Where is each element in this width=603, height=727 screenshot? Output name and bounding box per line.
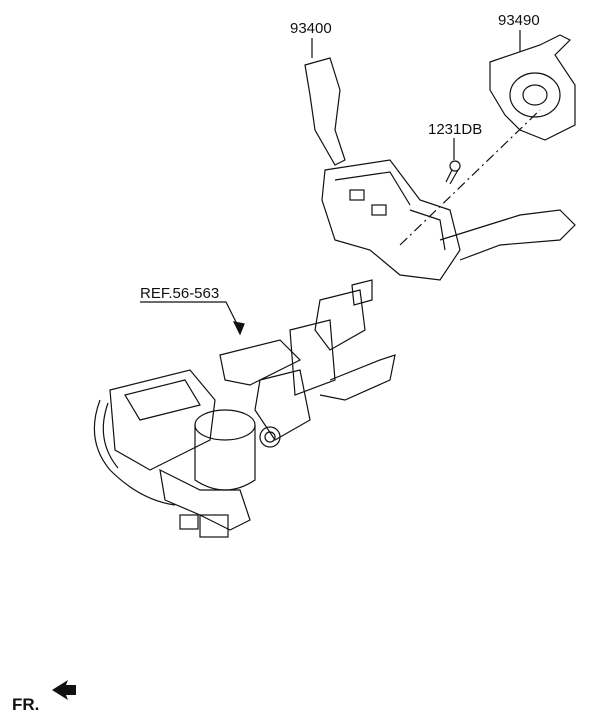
screw-1231db: [445, 160, 461, 185]
label-front: FR.: [12, 695, 40, 714]
assembly-centerline: [399, 109, 541, 246]
clock-spring: [489, 34, 576, 141]
steering-column: [219, 279, 396, 448]
multifunction-switch: [304, 57, 576, 281]
leader-ref: [140, 301, 241, 331]
front-arrow-icon: [52, 680, 76, 700]
label-ref-56-563: REF.56-563: [140, 285, 220, 302]
label-93490: 93490: [498, 12, 540, 29]
label-1231db: 1231DB: [428, 121, 483, 138]
leader-ref-arrow: [232, 321, 245, 336]
label-93400: 93400: [290, 20, 332, 37]
eps-motor-ecu: [93, 369, 256, 538]
